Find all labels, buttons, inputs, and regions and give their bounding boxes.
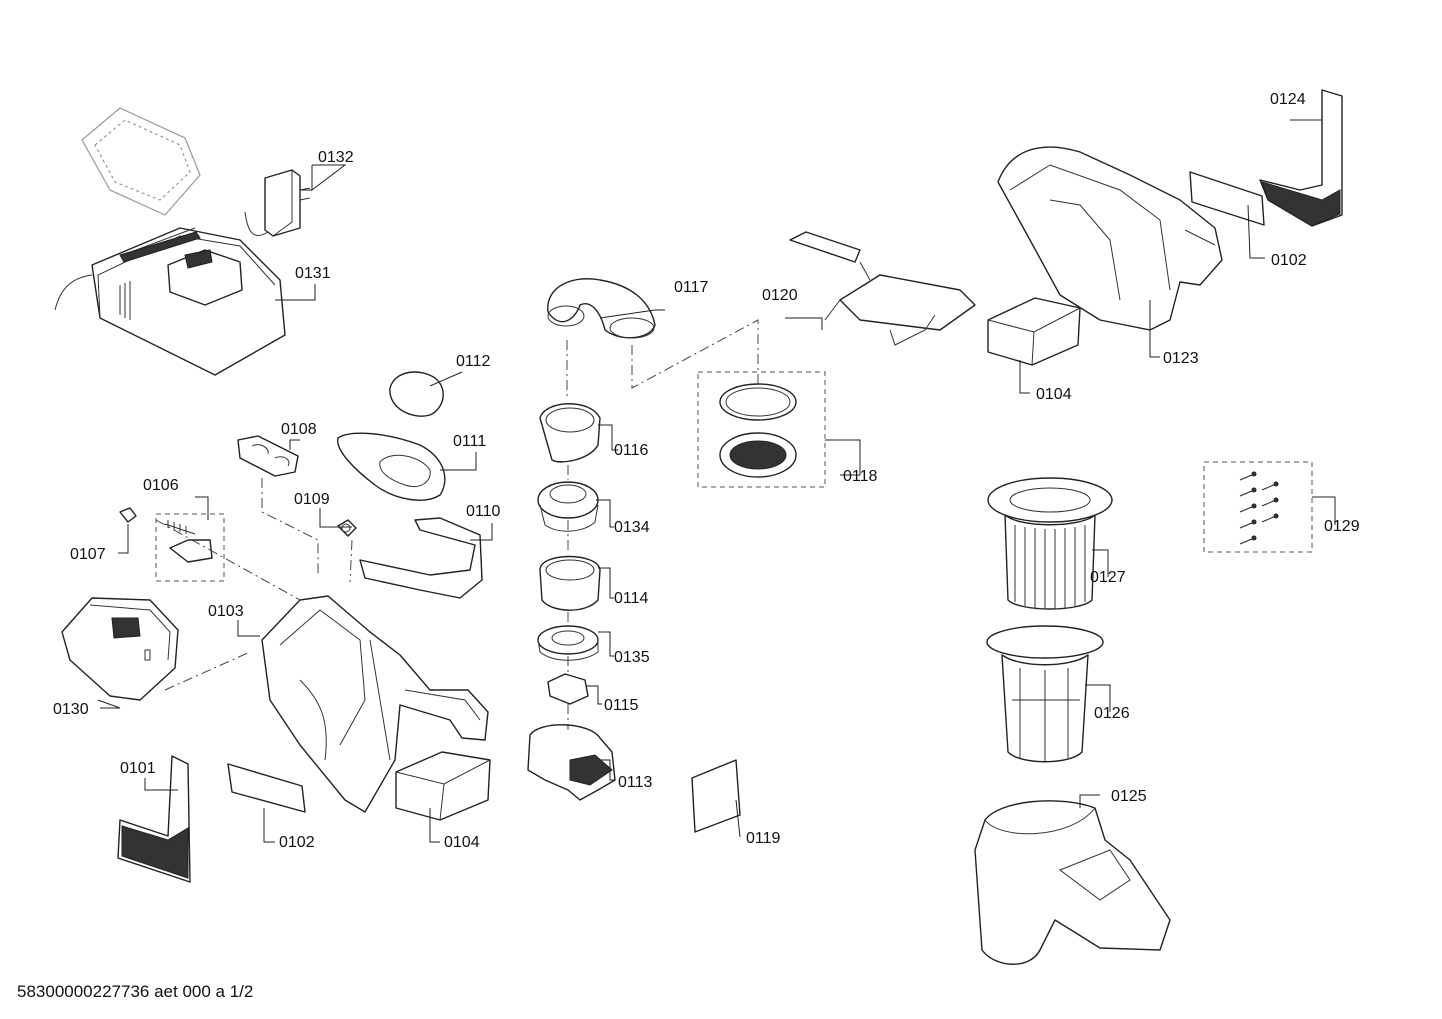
- drawing-number: 58300000227736 aet 000 a 1/2: [17, 982, 254, 1001]
- part-label-0103: 0103: [208, 603, 244, 620]
- round-cover-drawing: [389, 371, 444, 417]
- elbow-duct-drawing: [547, 278, 656, 339]
- part-label-0125: 0125: [1111, 788, 1147, 805]
- upper-housing-drawing: [997, 146, 1223, 331]
- small-parts-drawing: [119, 507, 357, 563]
- top-cover-drawing: [337, 432, 446, 501]
- part-label-0123: 0123: [1163, 350, 1199, 367]
- part-label-0120: 0120: [762, 287, 798, 304]
- part-label-0118: 0118: [843, 468, 878, 485]
- side-grille-left-drawing: [117, 755, 191, 883]
- electronics-board-drawing: [789, 231, 976, 346]
- part-label-0104-right: 0104: [1036, 386, 1072, 403]
- part-label-0110: 0110: [466, 503, 501, 520]
- part-label-0101: 0101: [120, 760, 156, 777]
- part-labels: 0132 0131 0112 0108 0111 0106 0109 0110 …: [53, 91, 1360, 851]
- main-housing-drawing: [261, 595, 489, 813]
- assembly-lines: [155, 319, 759, 730]
- power-adapter-drawing: [244, 169, 311, 237]
- part-label-0135: 0135: [614, 649, 650, 666]
- part-label-0112: 0112: [456, 353, 491, 370]
- motor-stack-drawing: [527, 403, 616, 801]
- battery-charger-drawing: [54, 227, 286, 376]
- screw-set-drawing: [1203, 461, 1313, 553]
- part-label-0111: 0111: [453, 433, 486, 450]
- part-label-0132: 0132: [318, 149, 354, 166]
- switch-button-drawing: [237, 435, 299, 477]
- battery-pack-drawing: [61, 597, 179, 701]
- filter-block-right-drawing: [987, 297, 1081, 366]
- part-label-0127: 0127: [1090, 569, 1126, 586]
- part-label-0108: 0108: [281, 421, 317, 438]
- leader-lines: [97, 119, 1336, 843]
- seal-rings-drawing: [697, 371, 826, 488]
- part-label-0114: 0114: [614, 590, 649, 607]
- part-label-0117: 0117: [674, 279, 709, 296]
- cartridge-filter-drawing: [987, 477, 1113, 610]
- side-grille-right-drawing: [1189, 89, 1343, 227]
- part-label-0109: 0109: [294, 491, 330, 508]
- mesh-filter-drawing: [986, 625, 1104, 763]
- part-label-0107: 0107: [70, 546, 106, 563]
- part-label-0124: 0124: [1270, 91, 1306, 108]
- part-label-0106: 0106: [143, 477, 179, 494]
- handle-frame-drawing: [359, 517, 483, 599]
- filter-block-left-drawing: [395, 751, 491, 821]
- part-label-0126: 0126: [1094, 705, 1130, 722]
- part-label-0134: 0134: [614, 519, 650, 536]
- dust-container-drawing: [974, 800, 1171, 965]
- part-label-0130: 0130: [53, 701, 89, 718]
- battery-ghost-illustration: [81, 107, 201, 216]
- part-label-0102-right: 0102: [1271, 252, 1307, 269]
- part-label-0116: 0116: [614, 442, 649, 459]
- part-label-0115: 0115: [604, 697, 639, 714]
- part-label-0104: 0104: [444, 834, 480, 851]
- part-label-0131: 0131: [295, 265, 331, 282]
- part-label-0102: 0102: [279, 834, 315, 851]
- filter-plate-drawing: [691, 759, 741, 833]
- part-label-0119: 0119: [746, 830, 781, 847]
- filter-pad-left-drawing: [227, 763, 306, 813]
- part-label-0113: 0113: [618, 774, 653, 791]
- part-label-0129: 0129: [1324, 518, 1360, 535]
